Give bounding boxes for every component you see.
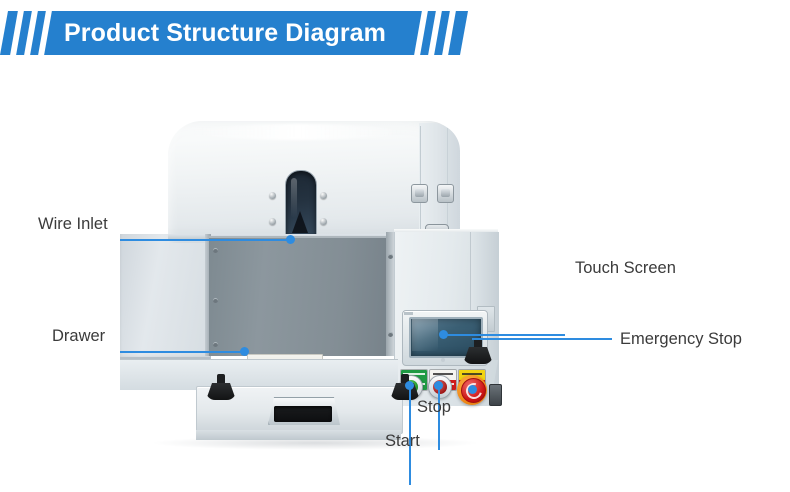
callout-label-wire-inlet: Wire Inlet [38, 215, 108, 233]
leader-dot-emergency-stop [468, 385, 477, 394]
hood-screw-4 [320, 218, 327, 225]
leader-dot-drawer [240, 347, 249, 356]
callout-label-drawer: Drawer [52, 327, 106, 345]
front-door-edge-right [386, 232, 394, 356]
drawer-slot [274, 406, 332, 422]
leader-line-emergency-stop [472, 338, 612, 340]
plate-text-5 [462, 373, 482, 375]
banner-background [0, 11, 468, 55]
leader-line-drawer [120, 351, 244, 353]
door-hinge-top [213, 248, 218, 253]
cabinet-skirt [120, 359, 398, 390]
wire-inlet-cone [292, 211, 308, 233]
leader-line-wire-inlet [120, 239, 290, 241]
power-switch[interactable] [489, 384, 502, 406]
door-hinge-r-bot [388, 332, 393, 337]
door-hinge-r-top [388, 254, 393, 259]
touch-screen-led [404, 312, 413, 315]
plate-text-1 [403, 373, 425, 375]
foot-pad-3 [463, 347, 493, 364]
foot-stem-1 [217, 374, 225, 385]
foot-stem-3 [474, 338, 482, 349]
page-title: Product Structure Diagram [64, 19, 387, 47]
hood-screw-1 [269, 192, 276, 199]
plate-text-3 [433, 373, 453, 375]
callout-label-touch-screen: Touch Screen [575, 259, 676, 277]
control-cabinet-top [394, 229, 498, 234]
leader-line-stop [438, 386, 440, 450]
hood-seam-1 [420, 126, 421, 241]
hood-latch-right[interactable] [437, 184, 454, 203]
hood-screw-2 [269, 218, 276, 225]
machine-foot-front-left [206, 374, 236, 400]
machine-hood-side-panel [419, 123, 460, 243]
door-hinge-mid [213, 298, 218, 303]
header-banner: Product Structure Diagram [0, 11, 468, 55]
leader-dot-stop [434, 381, 443, 390]
leader-dot-wire-inlet [286, 235, 295, 244]
front-door-edge-left [205, 234, 211, 356]
touch-screen-glare [412, 319, 438, 351]
machine-front-door[interactable] [209, 236, 389, 356]
leader-line-touch-screen [443, 334, 565, 336]
machine-foot-right [463, 338, 493, 364]
foot-stem-2 [401, 374, 409, 385]
callout-label-emergency-stop: Emergency Stop [620, 330, 742, 348]
leader-dot-start [405, 381, 414, 390]
touch-screen-indicator [441, 358, 445, 362]
foot-pad-1 [206, 383, 236, 400]
callout-label-stop: Stop [417, 398, 451, 416]
hood-highlight [190, 124, 405, 140]
leader-line-start [409, 386, 411, 485]
machine-left-panel [120, 234, 211, 360]
wire-inlet-reflection [291, 178, 297, 218]
hood-screw-3 [320, 192, 327, 199]
drawer-base-skirt [196, 430, 401, 440]
hood-latch-left[interactable] [411, 184, 428, 203]
door-hinge-bottom [213, 342, 218, 347]
callout-label-start: Start [385, 432, 420, 450]
product-photo: Wire Inlet Drawer Touch Screen Emergency… [0, 66, 790, 492]
